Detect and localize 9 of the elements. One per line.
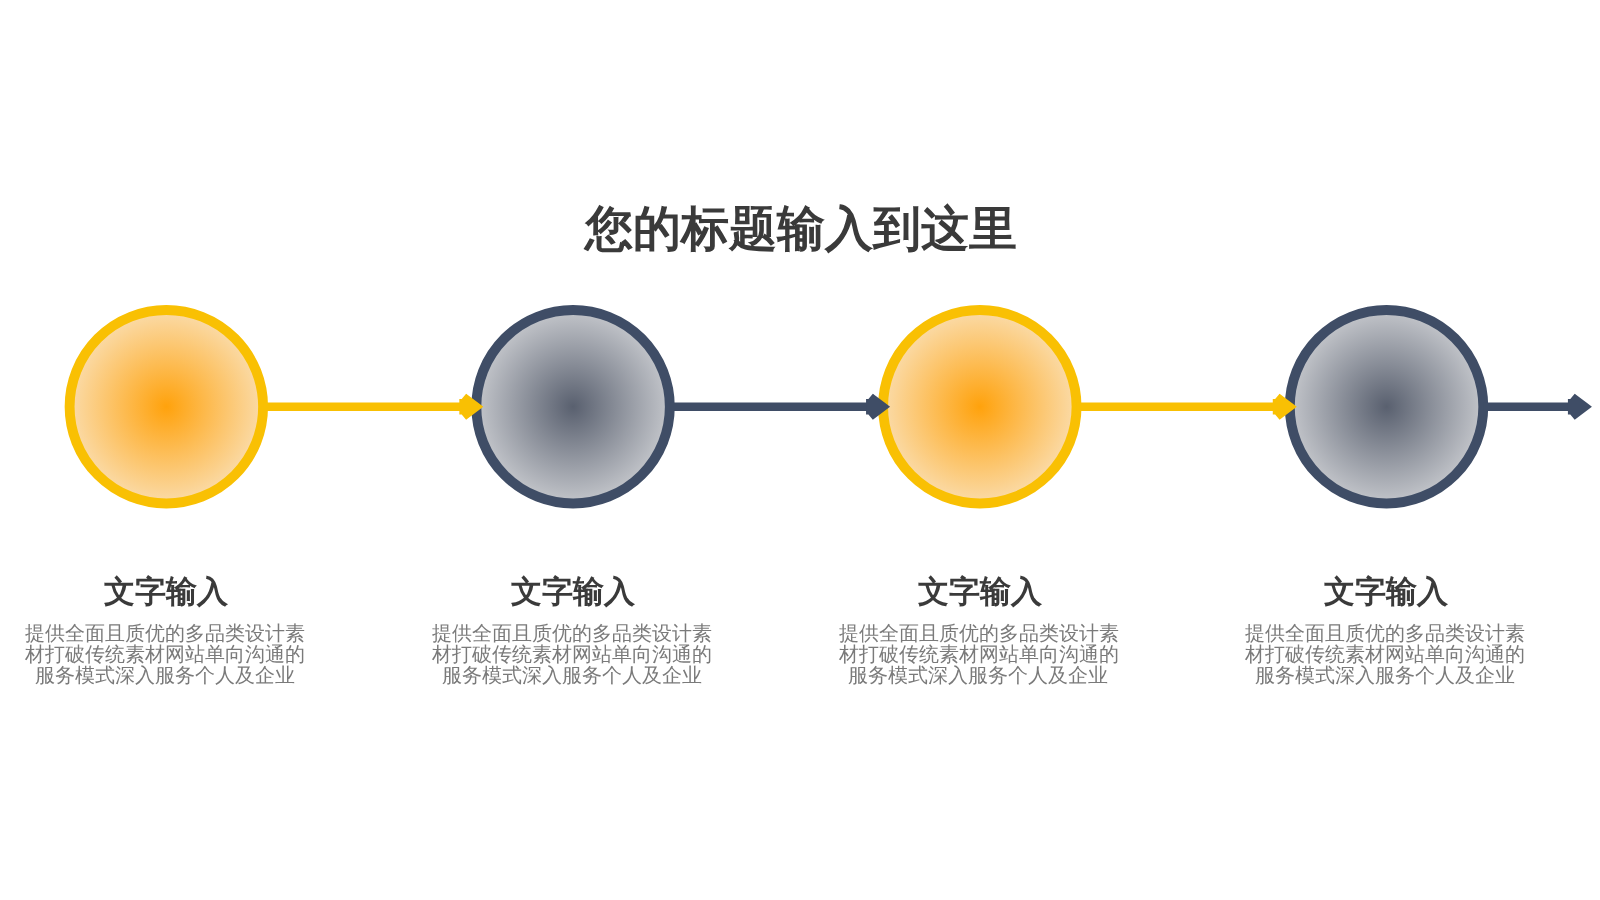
node-label: 文字输入 bbox=[917, 572, 1042, 609]
node-label: 文字输入 bbox=[1324, 572, 1449, 609]
node-label: 提供全面且质优的多品类设计素材打破传统素材网站单向沟通的服务模式深入服务个人及企业 bbox=[431, 621, 712, 687]
node-label: 文字输入 bbox=[510, 572, 635, 609]
node-label: 提供全面且质优的多品类设计素材打破传统素材网站单向沟通的服务模式深入服务个人及企业 bbox=[25, 621, 306, 687]
node-label: 文字输入 bbox=[104, 572, 229, 609]
diagram-title: 您的标题输入到这里 bbox=[585, 199, 1018, 256]
node-label: 提供全面且质优的多品类设计素材打破传统素材网站单向沟通的服务模式深入服务个人及企业 bbox=[1245, 621, 1526, 687]
node-label: 提供全面且质优的多品类设计素材打破传统素材网站单向沟通的服务模式深入服务个人及企业 bbox=[838, 621, 1119, 687]
